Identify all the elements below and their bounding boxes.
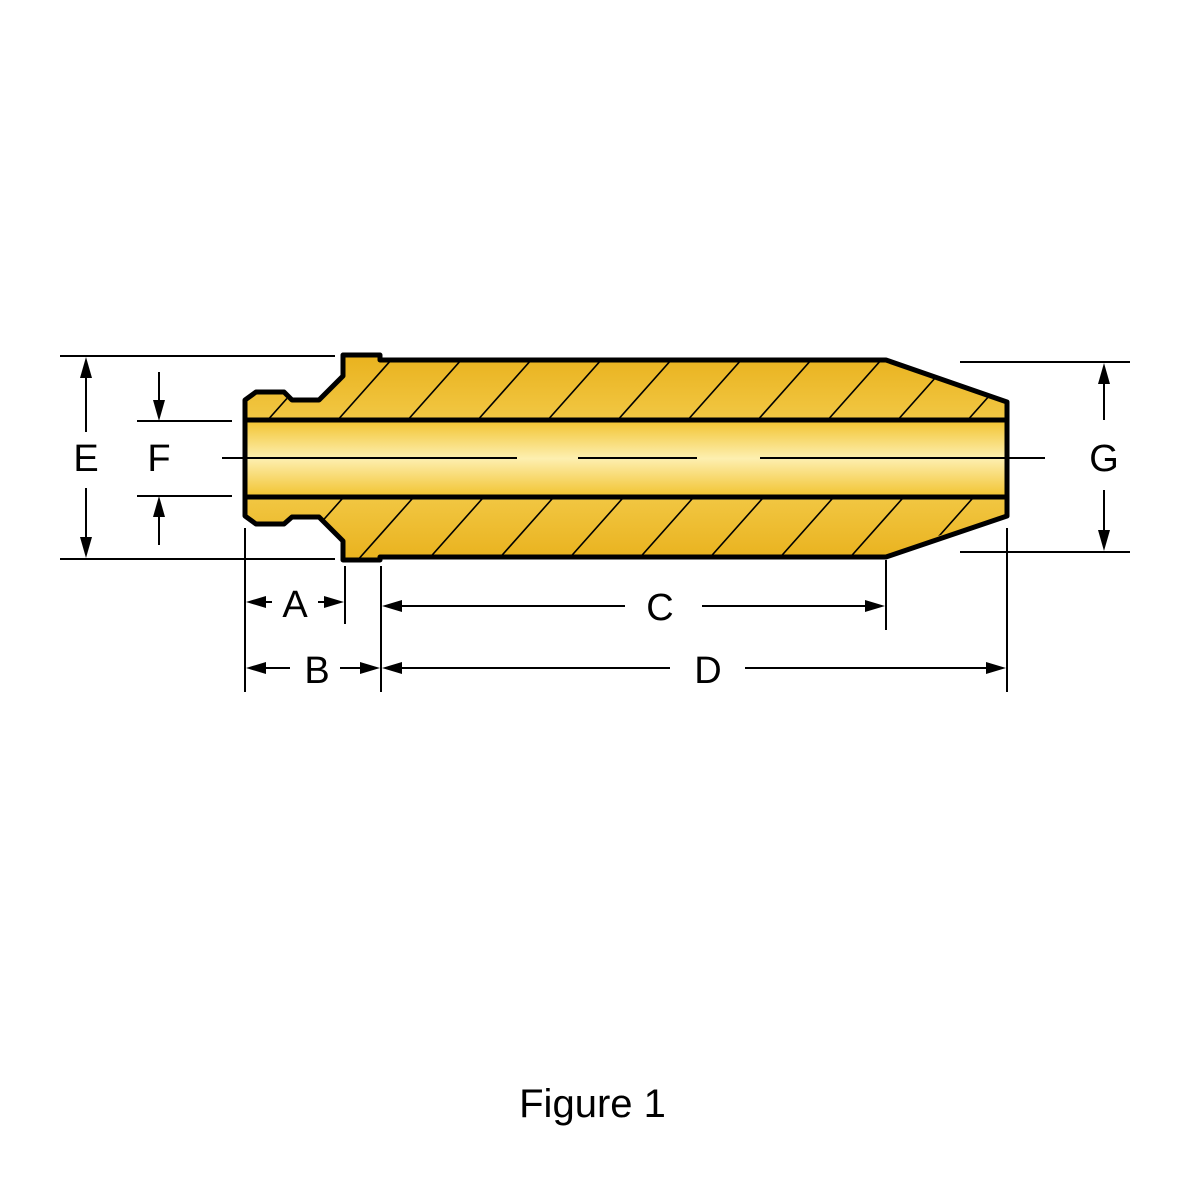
dimension-g: [960, 361, 1130, 553]
label-g: G: [1089, 438, 1119, 480]
dimension-c: [382, 600, 885, 612]
dimension-e: [60, 355, 335, 560]
label-f: F: [147, 438, 170, 480]
label-b: B: [304, 650, 329, 692]
extension-lines: [244, 528, 1008, 692]
figure-caption: Figure 1: [519, 1082, 666, 1126]
dimension-a: [246, 596, 344, 608]
dimension-d: [382, 662, 1006, 674]
label-e: E: [73, 438, 98, 480]
label-c: C: [646, 587, 673, 629]
label-a: A: [282, 584, 308, 626]
dimension-f: [137, 372, 232, 545]
label-d: D: [694, 650, 721, 692]
dimension-b: [246, 662, 380, 674]
